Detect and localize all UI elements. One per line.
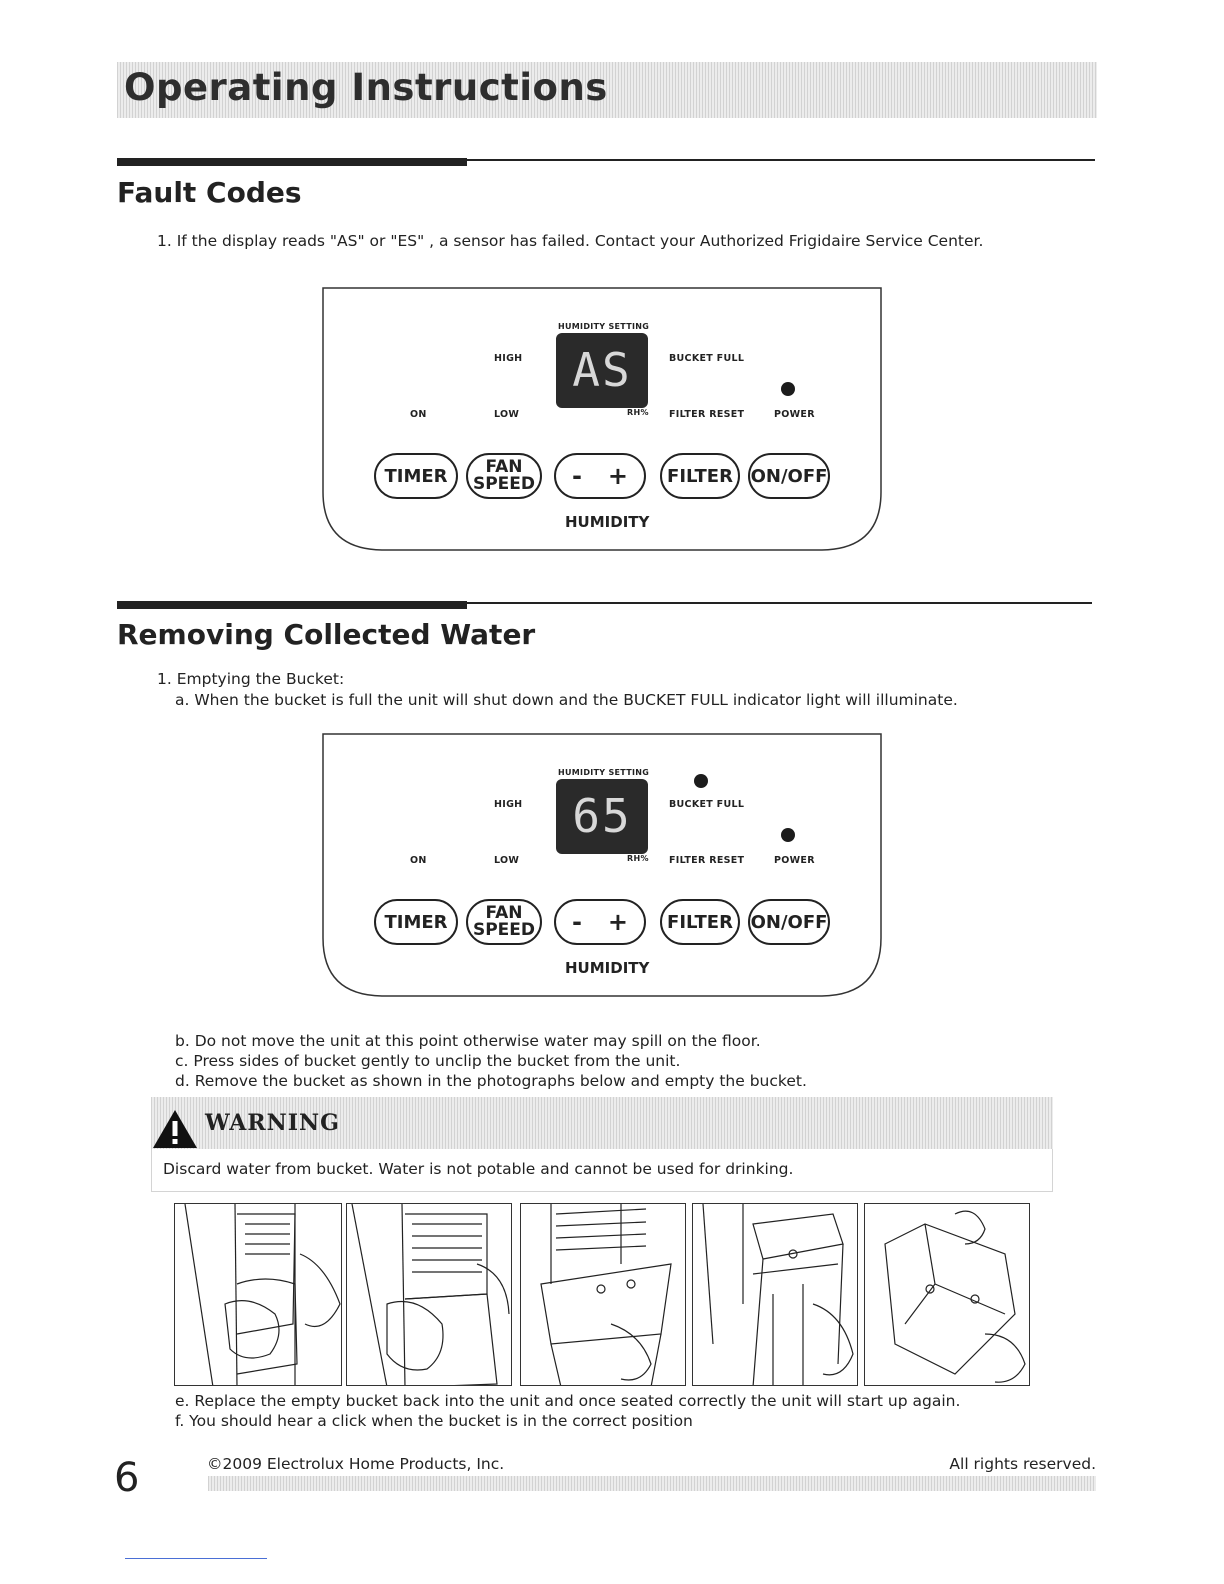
removing-item-f: f. You should hear a click when the buck… — [175, 1412, 693, 1430]
plus-button[interactable]: + — [607, 462, 628, 490]
removing-item-e: e. Replace the empty bucket back into th… — [175, 1392, 961, 1410]
panel-outline — [322, 287, 882, 551]
bucket-full-indicator-light — [694, 774, 708, 788]
high-label: HIGH — [494, 799, 523, 810]
removing-item-a: a. When the bucket is full the unit will… — [175, 691, 958, 709]
low-label: LOW — [494, 409, 520, 420]
on-label: ON — [410, 855, 427, 866]
section-rule-accent — [117, 158, 467, 166]
warning-title: WARNING — [205, 1110, 340, 1136]
high-label: HIGH — [494, 353, 523, 364]
bucket-removal-illustration — [884, 1210, 1026, 1383]
section-rule — [117, 159, 1095, 161]
timer-button[interactable]: TIMER — [374, 899, 458, 945]
speed-label: SPEED — [472, 920, 536, 940]
bucket-removal-illustration — [184, 1204, 341, 1385]
timer-button[interactable]: TIMER — [374, 453, 458, 499]
low-label: LOW — [494, 855, 520, 866]
humidity-setting-label: HUMIDITY SETTING — [558, 768, 650, 777]
control-panel-bucket-full: HUMIDITY SETTING HIGH LOW ON 65 RH% BUCK… — [322, 733, 882, 1001]
page-number: 6 — [114, 1455, 140, 1501]
rights-text: All rights reserved. — [949, 1455, 1096, 1473]
bucket-removal-photo-2 — [346, 1203, 512, 1386]
bucket-removal-photo-1 — [174, 1203, 342, 1386]
filter-reset-label: FILTER RESET — [669, 409, 745, 420]
filter-button[interactable]: FILTER — [660, 453, 740, 499]
bucket-removal-photo-5 — [864, 1203, 1030, 1386]
section-title-removing-water: Removing Collected Water — [117, 618, 536, 651]
filter-button[interactable]: FILTER — [660, 899, 740, 945]
humidity-setting-label: HUMIDITY SETTING — [558, 322, 650, 331]
filter-reset-label: FILTER RESET — [669, 855, 745, 866]
warning-triangle-icon — [153, 1110, 197, 1148]
plus-button[interactable]: + — [607, 908, 628, 936]
bucket-removal-photo-3 — [520, 1203, 686, 1386]
removing-item-c: c. Press sides of bucket gently to uncli… — [175, 1052, 681, 1070]
humidity-display: AS — [556, 333, 648, 408]
rh-label: RH% — [627, 854, 649, 863]
power-label: POWER — [774, 409, 815, 420]
section-rule — [117, 602, 1092, 604]
humidity-label: HUMIDITY — [565, 513, 650, 531]
bucket-removal-illustration — [702, 1204, 854, 1385]
removing-item-b: b. Do not move the unit at this point ot… — [175, 1032, 761, 1050]
section-rule-accent — [117, 601, 467, 609]
copyright-text: ©2009 Electrolux Home Products, Inc. — [207, 1455, 505, 1473]
on-off-button[interactable]: ON/OFF — [748, 453, 830, 499]
bottom-link-underline — [125, 1558, 267, 1559]
humidity-adjust-button[interactable]: - + — [554, 899, 646, 945]
on-label: ON — [410, 409, 427, 420]
bucket-full-label: BUCKET FULL — [669, 353, 745, 364]
fan-speed-button[interactable]: FAN SPEED — [466, 899, 542, 945]
minus-button[interactable]: - — [572, 908, 582, 936]
page-title: Operating Instructions — [124, 66, 608, 109]
power-label: POWER — [774, 855, 815, 866]
panel-outline — [322, 733, 882, 997]
warning-box — [151, 1149, 1053, 1192]
speed-label: SPEED — [472, 474, 536, 494]
fan-label: FAN — [485, 457, 523, 477]
fan-speed-button[interactable]: FAN SPEED — [466, 453, 542, 499]
bucket-full-label: BUCKET FULL — [669, 799, 745, 810]
warning-text: Discard water from bucket. Water is not … — [163, 1160, 794, 1178]
fault-codes-item-1: 1. If the display reads "AS" or "ES" , a… — [157, 232, 984, 250]
title-banner — [117, 62, 1097, 118]
removing-item-1: 1. Emptying the Bucket: — [157, 670, 345, 688]
bucket-removal-illustration — [351, 1204, 510, 1385]
footer-banner — [208, 1476, 1096, 1491]
bucket-removal-photo-4 — [692, 1203, 858, 1386]
humidity-label: HUMIDITY — [565, 959, 650, 977]
rh-label: RH% — [627, 408, 649, 417]
removing-item-d: d. Remove the bucket as shown in the pho… — [175, 1072, 807, 1090]
power-indicator-light — [781, 828, 795, 842]
power-indicator-light — [781, 382, 795, 396]
control-panel-fault: HUMIDITY SETTING HIGH LOW ON AS RH% BUCK… — [322, 287, 882, 555]
on-off-button[interactable]: ON/OFF — [748, 899, 830, 945]
humidity-display: 65 — [556, 779, 648, 854]
minus-button[interactable]: - — [572, 462, 582, 490]
fan-label: FAN — [485, 903, 523, 923]
warning-banner — [151, 1097, 1053, 1149]
bucket-removal-illustration — [540, 1204, 672, 1385]
section-title-fault-codes: Fault Codes — [117, 176, 302, 209]
humidity-adjust-button[interactable]: - + — [554, 453, 646, 499]
